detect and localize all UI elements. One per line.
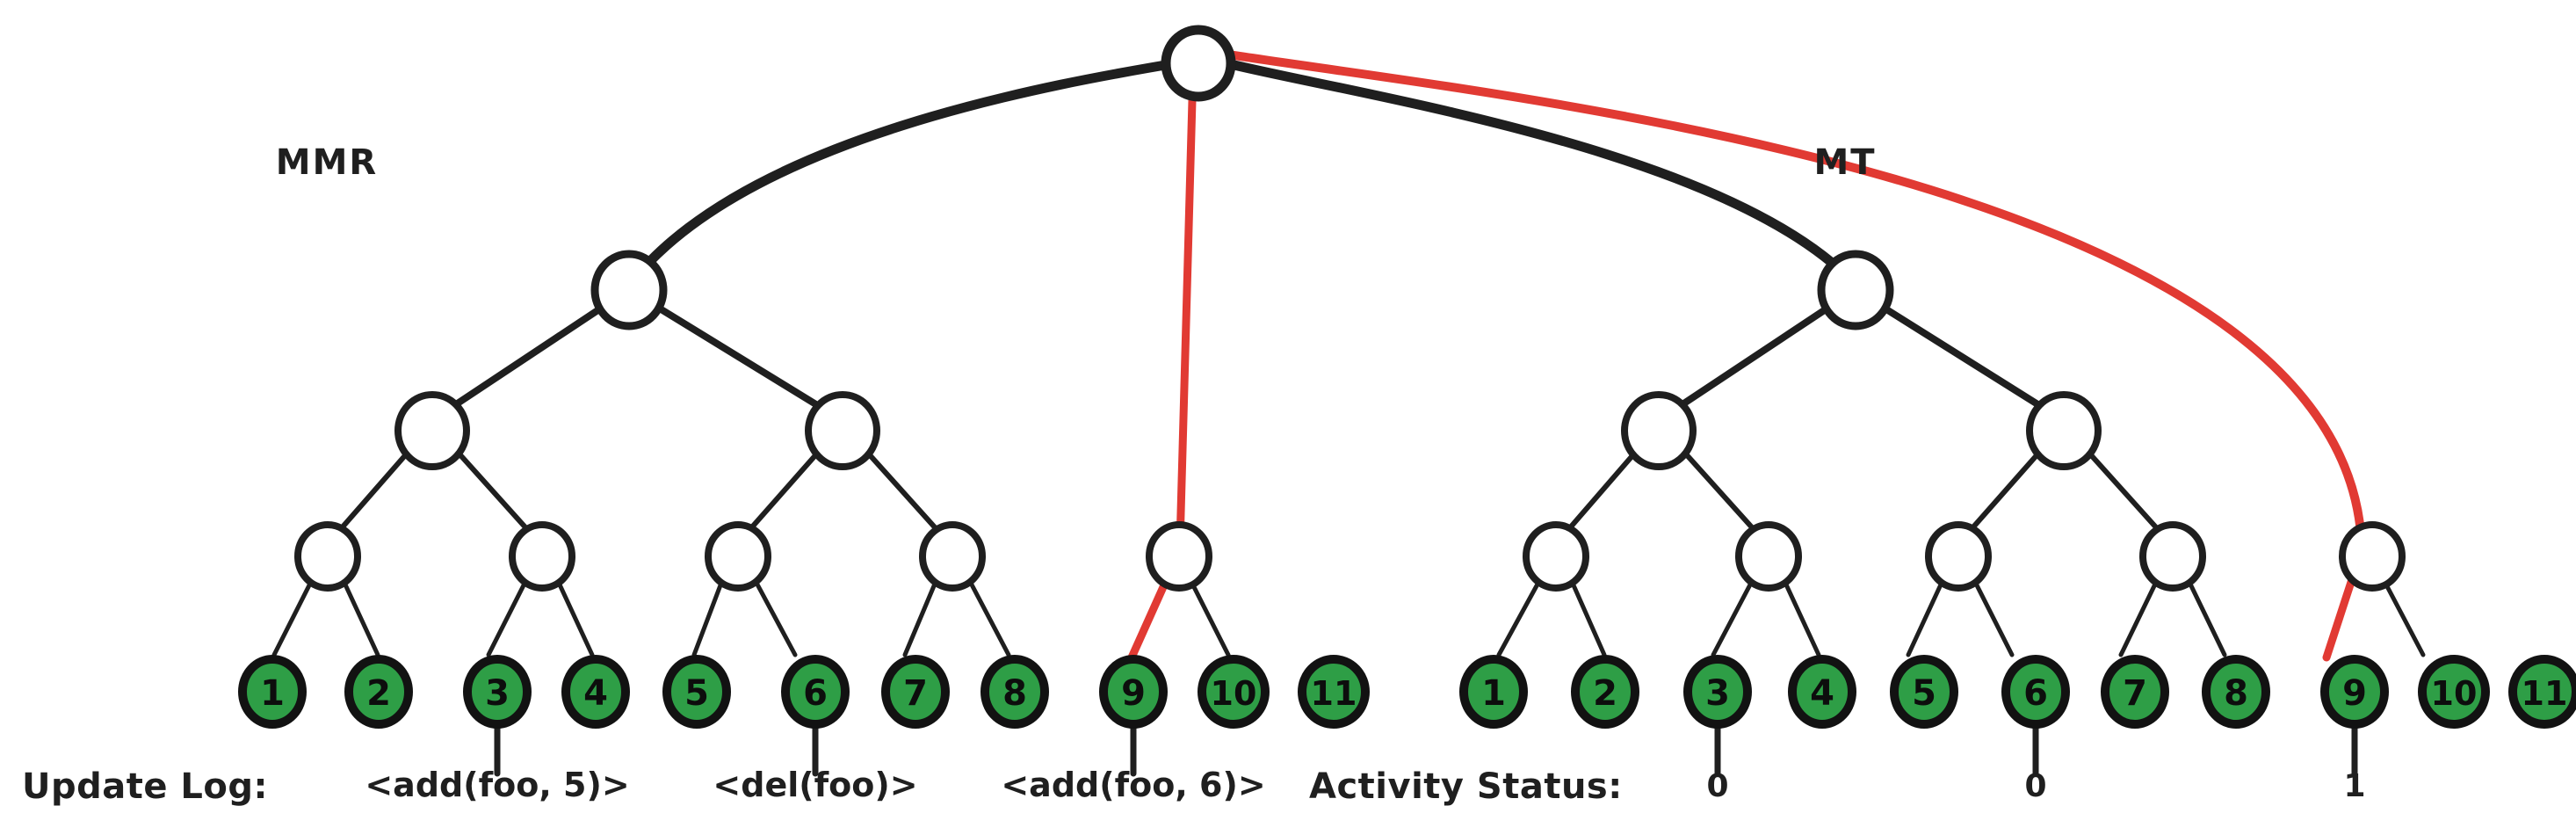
mmr-leaf-label-7: 7 xyxy=(903,673,928,714)
activity-status-value-0: 0 xyxy=(1706,768,1728,804)
edge-root-to-mt xyxy=(1207,54,1859,288)
mmr-leaf-label-3: 3 xyxy=(485,673,510,714)
mmr-leaf-label-2: 2 xyxy=(366,673,391,714)
edge-mmr-r1 xyxy=(640,295,845,424)
mmr-node-5-6[interactable] xyxy=(705,521,771,592)
mt-node-5-8[interactable] xyxy=(2026,391,2102,470)
mt-leaf-label-2: 2 xyxy=(1593,673,1617,714)
mmr-node-9-10[interactable] xyxy=(1146,521,1212,592)
mt-leaf-9[interactable]: 9 xyxy=(2320,655,2389,729)
mmr-leaf-2[interactable]: 2 xyxy=(344,655,413,729)
mt-leaf-label-5: 5 xyxy=(1912,673,1936,714)
highlight-root-to-mt-node9 xyxy=(1212,48,2366,549)
edge-mt-l1 xyxy=(1655,295,1845,424)
mt-node-5-6[interactable] xyxy=(1925,521,1992,592)
mt-leaves: 1 2 3 4 5 6 7 xyxy=(1459,655,2576,729)
mt-leaf-label-4: 4 xyxy=(1810,673,1834,714)
edge-root-to-mmr xyxy=(626,56,1191,288)
activity-status-value-2: 1 xyxy=(2343,768,2365,804)
mt-leaf-4[interactable]: 4 xyxy=(1788,655,1856,729)
mt-node-9-10[interactable] xyxy=(2339,521,2406,592)
highlight-mt-node9-to-leaf9 xyxy=(2322,567,2359,662)
mt-leaf-label-10: 10 xyxy=(2431,674,2478,713)
mt-leaf-label-6: 6 xyxy=(2023,673,2048,714)
mt-leaf-label-7: 7 xyxy=(2123,673,2147,714)
mmr-leaf-11[interactable]: 11 xyxy=(1298,655,1370,729)
activity-status-ticks xyxy=(1714,720,2358,777)
mt-leaf-6[interactable]: 6 xyxy=(2001,655,2070,729)
mmr-leaf-5[interactable]: 5 xyxy=(662,655,731,729)
mt-leaf-2[interactable]: 2 xyxy=(1571,655,1639,729)
mmr-node-1-2[interactable] xyxy=(294,521,361,592)
update-log-caption: Update Log: xyxy=(22,766,268,807)
mmr-leaf-label-11: 11 xyxy=(1311,674,1357,713)
mt-node-subroot[interactable] xyxy=(1817,250,1894,330)
mmr-leaf-label-6: 6 xyxy=(803,673,828,714)
mmr-leaf-6[interactable]: 6 xyxy=(781,655,850,729)
mt-leaf-10[interactable]: 10 xyxy=(2418,655,2490,729)
mmr-node-subroot[interactable] xyxy=(590,250,668,330)
mmr-leaf-label-9: 9 xyxy=(1121,673,1146,714)
mmr-leaf-4[interactable]: 4 xyxy=(561,655,630,729)
shared-root-node[interactable] xyxy=(1161,25,1236,102)
mt-node-3-4[interactable] xyxy=(1735,521,1802,592)
mmr-leaf-9[interactable]: 9 xyxy=(1099,655,1168,729)
activity-status-caption: Activity Status: xyxy=(1309,766,1623,807)
mt-leaf-label-9: 9 xyxy=(2342,673,2367,714)
mt-internal-nodes xyxy=(1523,250,2406,592)
mt-leaf-label-8: 8 xyxy=(2224,673,2248,714)
update-log-entry-2: <add(foo, 6)> xyxy=(1001,766,1265,804)
mt-leaf-11[interactable]: 11 xyxy=(2508,655,2576,729)
mmr-internal-nodes xyxy=(294,250,1212,592)
mt-tree-label: MT xyxy=(1813,142,1876,183)
mt-leaf-label-11: 11 xyxy=(2522,674,2568,713)
mmr-leaf-10[interactable]: 10 xyxy=(1198,655,1270,729)
update-log-entry-1: <del(foo)> xyxy=(713,766,917,804)
mmr-leaf-label-8: 8 xyxy=(1002,673,1027,714)
activity-status-value-1: 0 xyxy=(2024,768,2046,804)
mt-node-1-4[interactable] xyxy=(1621,391,1697,470)
mt-leaf-3[interactable]: 3 xyxy=(1683,655,1752,729)
mmr-node-7-8[interactable] xyxy=(919,521,986,592)
mmr-node-5-8[interactable] xyxy=(805,391,880,470)
mmr-leaf-label-4: 4 xyxy=(583,673,608,714)
mt-leaf-8[interactable]: 8 xyxy=(2202,655,2270,729)
mt-leaf-label-1: 1 xyxy=(1481,673,1506,714)
mmr-leaf-8[interactable]: 8 xyxy=(980,655,1049,729)
mmr-tree-label: MMR xyxy=(276,142,378,183)
mt-leaf-5[interactable]: 5 xyxy=(1890,655,1958,729)
edge-mmr-leaf8 xyxy=(962,569,1011,657)
update-log-entry-0: <add(foo, 5)> xyxy=(365,766,629,804)
highlight-root-to-mmr-node9 xyxy=(1176,64,1198,549)
mt-node-7-8[interactable] xyxy=(2139,521,2206,592)
update-log-ticks xyxy=(494,720,1137,777)
edge-mmr-leaf6 xyxy=(748,569,798,657)
edge-mt-r1 xyxy=(1866,295,2066,424)
mmr-leaf-label-5: 5 xyxy=(684,673,709,714)
mmr-leaf-7[interactable]: 7 xyxy=(881,655,950,729)
mmr-leaves: 1 2 3 4 5 6 7 xyxy=(238,655,1370,729)
mmr-leaf-1[interactable]: 1 xyxy=(238,655,307,729)
mt-leaf-1[interactable]: 1 xyxy=(1459,655,1528,729)
mt-node-1-2[interactable] xyxy=(1523,521,1589,592)
mmr-leaf-label-10: 10 xyxy=(1211,674,1257,713)
mmr-leaf-label-1: 1 xyxy=(260,673,285,714)
mmr-node-1-4[interactable] xyxy=(394,391,470,470)
mt-leaf-7[interactable]: 7 xyxy=(2101,655,2169,729)
mmr-leaf-3[interactable]: 3 xyxy=(463,655,532,729)
mt-leaf-label-3: 3 xyxy=(1705,673,1730,714)
edge-mmr-l1 xyxy=(429,295,619,424)
mmr-node-3-4[interactable] xyxy=(509,521,575,592)
